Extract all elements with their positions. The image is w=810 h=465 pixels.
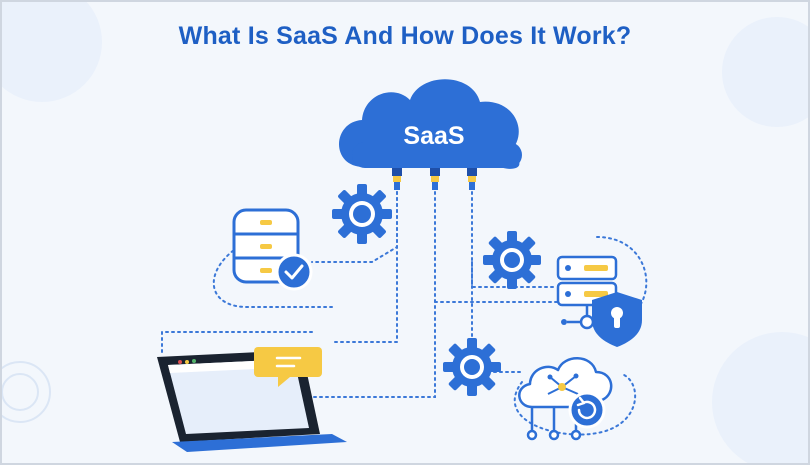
gear-icon	[332, 184, 392, 244]
gear-icon	[443, 338, 501, 396]
cloud-label: SaaS	[403, 122, 465, 150]
cloud-connector-plugs	[392, 168, 477, 190]
network-cloud-icon	[518, 357, 613, 441]
saas-cloud-icon	[339, 79, 522, 190]
refresh-icon	[568, 391, 606, 429]
checkmark-badge-icon	[275, 253, 313, 291]
chat-bubble-icon	[254, 347, 322, 387]
page-title: What Is SaaS And How Does It Work?	[178, 22, 632, 50]
shield-lock-icon	[592, 292, 642, 347]
gear-icon	[483, 231, 541, 289]
